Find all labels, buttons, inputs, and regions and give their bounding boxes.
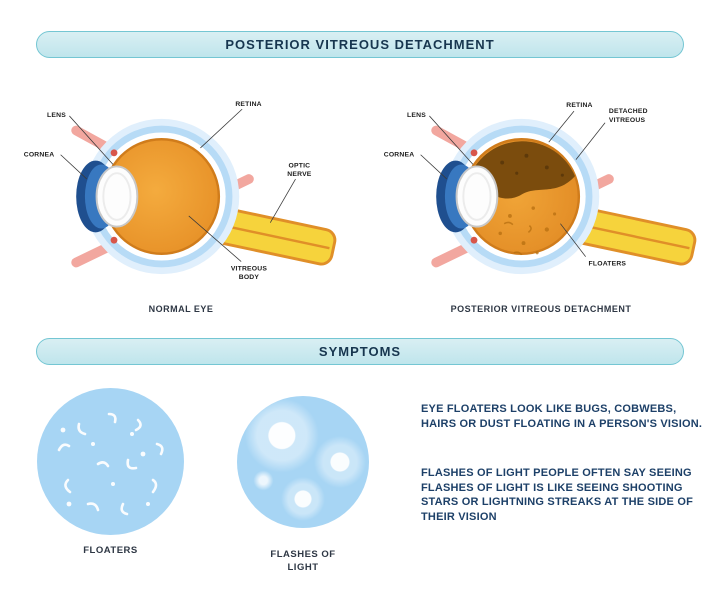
muscle-attachment-top <box>470 149 478 157</box>
floaters-squiggles <box>57 412 164 516</box>
label-optic-nerve-line1: OPTIC <box>289 162 311 169</box>
floaters-caption: FLOATERS <box>83 545 138 556</box>
cornea-and-lens <box>436 160 499 233</box>
pvd-eye-caption: POSTERIOR VITREOUS DETACHMENT <box>450 304 632 314</box>
label-lens: LENS <box>407 112 426 119</box>
muscle-attachment-bottom <box>110 236 118 244</box>
floaters-symptom-circle <box>37 388 184 535</box>
floaters-description: EYE FLOATERS LOOK LIKE BUGS, COBWEBS, HA… <box>421 403 703 430</box>
cornea-and-lens <box>76 160 139 233</box>
symptoms-title: SYMPTOMS <box>318 344 402 359</box>
pvd-eye-diagram: LENS CORNEA RETINA DETACHED VITREOUS FLO… <box>376 70 706 290</box>
label-retina: RETINA <box>566 102 592 109</box>
label-optic-nerve-line2: NERVE <box>287 171 311 178</box>
flashes-description: FLASHES OF LIGHT PEOPLE OFTEN SAY SEEING… <box>421 467 694 523</box>
label-cornea: CORNEA <box>384 152 415 159</box>
label-vitreous-line1: VITREOUS <box>231 265 268 272</box>
normal-eye-diagram: LENS CORNEA RETINA OPTIC NERVE VITREOUS … <box>16 70 346 290</box>
leader-lines <box>60 108 296 262</box>
flashes-symptom-circle <box>237 396 369 528</box>
label-floaters: FLOATERS <box>589 260 627 267</box>
label-detached-line1: DETACHED <box>609 108 648 115</box>
flashes-caption: FLASHES OF LIGHT <box>237 548 369 575</box>
label-vitreous-line2: BODY <box>239 274 260 281</box>
flashes-caption-line1: FLASHES OF <box>270 549 336 560</box>
muscle-attachment-top <box>110 149 118 157</box>
muscle-attachment-bottom <box>470 236 478 244</box>
leader-lines <box>420 110 606 257</box>
label-cornea: CORNEA <box>24 152 55 159</box>
page-title: POSTERIOR VITREOUS DETACHMENT <box>225 37 495 52</box>
symptoms-banner: SYMPTOMS <box>36 338 684 365</box>
label-lens: LENS <box>47 112 66 119</box>
normal-eye-caption: NORMAL EYE <box>148 304 214 314</box>
label-detached-line2: VITREOUS <box>609 117 646 124</box>
label-retina: RETINA <box>235 101 261 108</box>
pvd-eye-illustration: LENS CORNEA RETINA DETACHED VITREOUS FLO… <box>384 102 697 275</box>
eyeball <box>83 118 240 275</box>
title-banner: POSTERIOR VITREOUS DETACHMENT <box>36 31 684 58</box>
flashes-caption-line2: LIGHT <box>287 562 319 574</box>
normal-eye-illustration: LENS CORNEA RETINA OPTIC NERVE VITREOUS … <box>24 101 337 281</box>
